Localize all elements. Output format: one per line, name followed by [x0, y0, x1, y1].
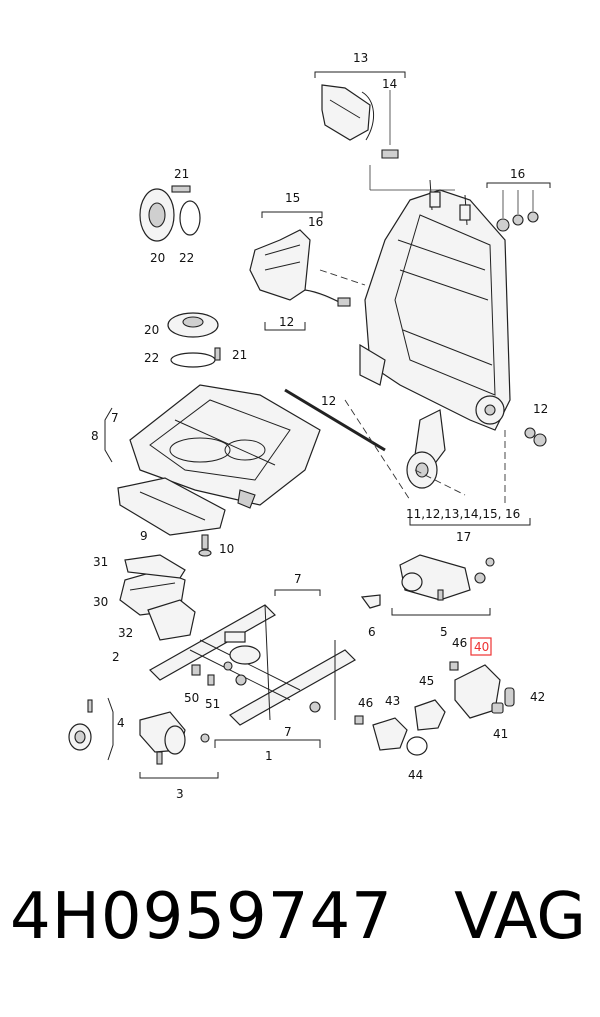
callout-7-bottom: 7	[284, 725, 292, 739]
backrest-adjust-motor	[406, 409, 466, 496]
callout-3: 3	[176, 787, 184, 801]
callout-44: 44	[408, 768, 423, 782]
callout-10: 10	[219, 542, 234, 556]
bracket-17	[409, 518, 531, 526]
callout-1: 1	[265, 749, 273, 763]
callout-22-lower: 22	[144, 351, 159, 365]
callout-46-right: 46	[452, 636, 467, 650]
bracket-1	[214, 739, 321, 748]
callout-7-top: 7	[294, 572, 302, 586]
callout-14: 14	[382, 77, 397, 91]
callout-20-lower: 20	[144, 323, 159, 337]
callout-2: 2	[112, 650, 120, 664]
seat-pan	[129, 384, 321, 509]
lumbar-unit-13	[321, 84, 455, 191]
clip-6	[360, 594, 381, 609]
callout-43: 43	[385, 694, 400, 708]
callout-13: 13	[353, 51, 368, 65]
callout-50: 50	[184, 691, 199, 705]
callout-12-middle: 12	[321, 394, 336, 408]
callout-4: 4	[117, 716, 125, 730]
callout-16-bottom: 16	[505, 507, 520, 521]
callout-9: 9	[140, 529, 148, 543]
control-unit-30	[119, 554, 196, 641]
seat-frame-exploded-diagram: 13 14 15 16 16 21 20 22 12 20 22 21 12 1…	[68, 51, 551, 801]
callout-45: 45	[419, 674, 434, 688]
footer: 4H0959747 VAG	[0, 880, 600, 990]
adjust-module-15	[249, 229, 366, 307]
callout-51: 51	[205, 697, 220, 711]
callout-6: 6	[368, 625, 376, 639]
callout-12-right: 12	[533, 402, 548, 416]
callout-7-left: 7	[111, 411, 119, 425]
bracket-13	[314, 71, 406, 78]
motor-3	[68, 699, 210, 765]
callout-40-highlight-box	[470, 637, 492, 656]
nuts-12	[524, 427, 547, 447]
callout-32: 32	[118, 626, 133, 640]
callout-21-top: 21	[174, 167, 189, 181]
screws-16	[486, 182, 551, 232]
callout-12-upper: 12	[279, 315, 294, 329]
bracket-4	[107, 697, 114, 761]
bracket-8	[104, 407, 113, 463]
callout-5: 5	[440, 625, 448, 639]
part-number: 4H0959747	[10, 880, 393, 954]
brand-label: VAG	[454, 880, 586, 954]
pivot-disc-lower	[167, 312, 221, 368]
callout-16-upper-left: 16	[308, 215, 323, 229]
callout-20-top: 20	[150, 251, 165, 265]
bracket-5	[391, 608, 491, 616]
callout-22-top: 22	[179, 251, 194, 265]
bracket-15	[261, 211, 323, 218]
callout-31: 31	[93, 555, 108, 569]
bolt-10	[198, 534, 212, 557]
callout-46-left: 46	[358, 696, 373, 710]
callout-41: 41	[493, 727, 508, 741]
bracket-7-top	[274, 589, 321, 596]
seat-plate-9	[117, 477, 226, 536]
callout-16-right: 16	[510, 167, 525, 181]
callout-labels: 13 14 15 16 16 21 20 22 12 20 22 21 12 1…	[91, 51, 548, 801]
callout-11-15: 11,12,13,14,15,	[406, 507, 501, 521]
callout-15: 15	[285, 191, 300, 205]
bracket-12-upper	[264, 322, 306, 331]
switch-43-44-45	[354, 699, 446, 756]
callout-8: 8	[91, 429, 99, 443]
backrest-frame	[359, 179, 511, 431]
callout-17: 17	[456, 530, 471, 544]
height-module-5	[399, 554, 495, 601]
rod-12	[284, 388, 386, 452]
switch-40	[449, 661, 515, 719]
callout-30: 30	[93, 595, 108, 609]
pivot-disc-upper	[139, 185, 201, 242]
bracket-3	[139, 772, 219, 779]
callout-40: 40	[474, 640, 489, 654]
callout-42: 42	[530, 690, 545, 704]
small-parts-50-51	[191, 661, 321, 713]
callout-21-lower: 21	[232, 348, 247, 362]
